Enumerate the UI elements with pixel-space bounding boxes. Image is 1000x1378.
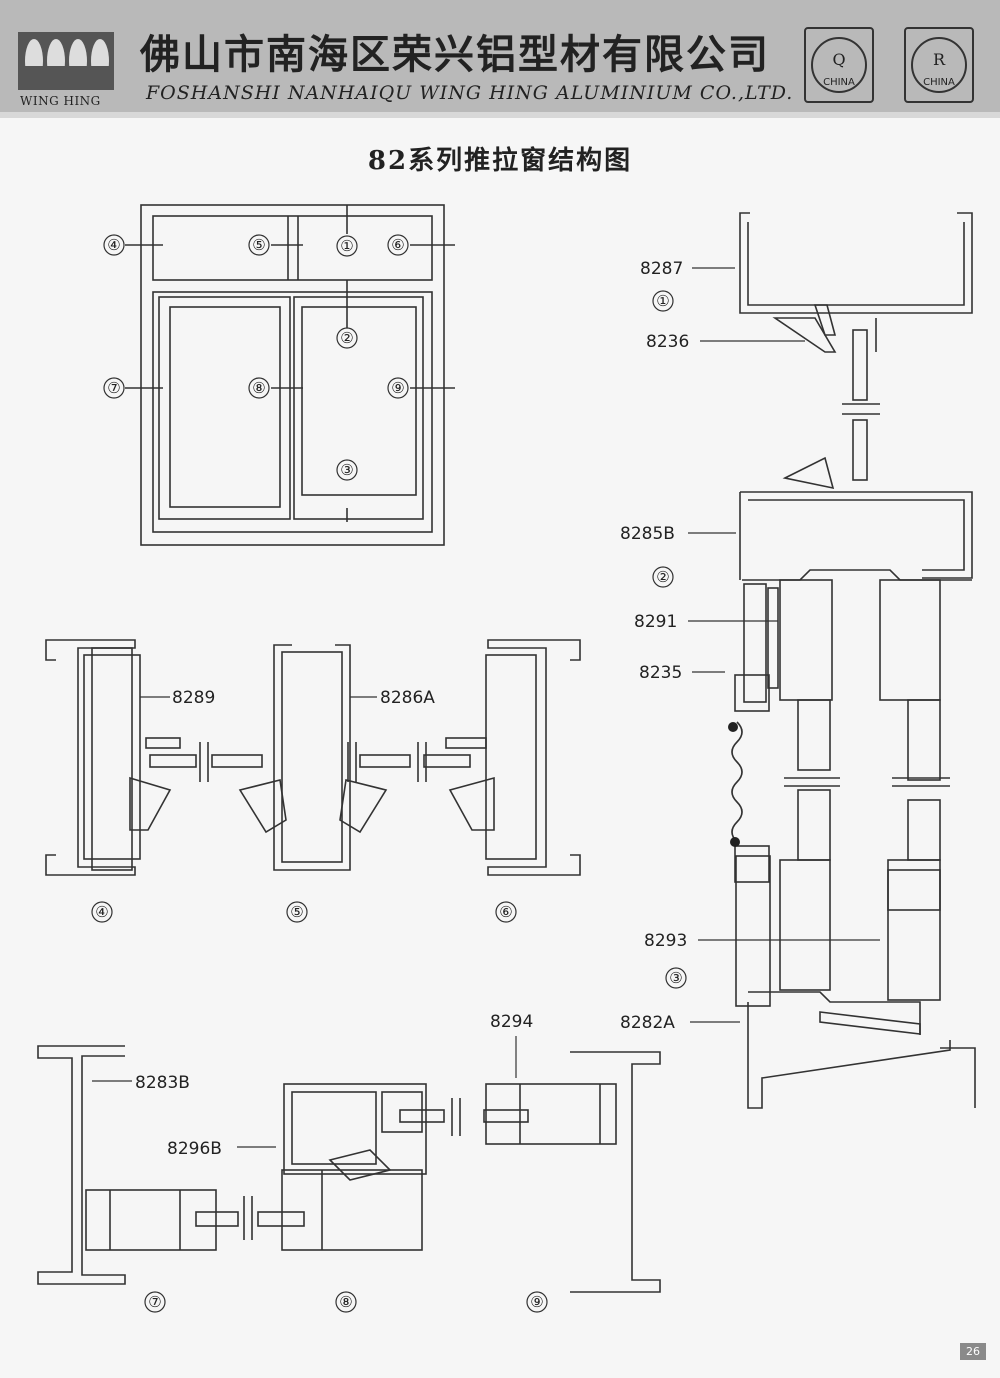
section-8-profile [257,1083,445,1251]
label-8289: 8289 [172,688,215,708]
svg-text:⑦: ⑦ [107,379,120,397]
page-number: 26 [960,1343,986,1360]
header-underline [0,112,1000,118]
cert-r-letter: R [933,50,946,69]
logo-text: WING HING [20,94,101,108]
window-marker-3: ③ [336,459,358,481]
svg-text:②: ② [340,329,353,347]
window-marker-5: ⑤ [248,234,270,256]
section-marker-6: ⑥ [495,901,517,923]
label-8235: 8235 [639,663,682,683]
section-marker-9: ⑨ [526,1291,548,1313]
label-8282A: 8282A [620,1013,675,1033]
section-marker-r3: ③ [665,967,687,989]
svg-text:⑥: ⑥ [499,903,512,921]
svg-text:⑨: ⑨ [391,379,404,397]
section-marker-r2: ② [652,566,674,588]
svg-text:⑧: ⑧ [252,379,265,397]
window-marker-7: ⑦ [103,377,125,399]
cert-r-sub: CHINA [923,77,955,88]
window-marker-6: ⑥ [387,234,409,256]
label-8287: 8287 [640,259,683,279]
leader-lines [92,267,880,1148]
section-6-profile [423,639,581,876]
window-marker-1: ① [336,235,358,257]
section-4-profile [45,639,197,876]
section-marker-5: ⑤ [286,901,308,923]
section-9-profile [483,1051,661,1293]
cert-q-sub: CHINA [823,77,855,88]
window-marker-9: ⑨ [387,377,409,399]
vertical-section [731,212,976,1109]
window-marker-8: ⑧ [248,377,270,399]
label-8293: 8293 [644,931,687,951]
svg-text:⑤: ⑤ [290,903,303,921]
company-name-en: FOSHANSHI NANHAIQU WING HING ALUMINIUM C… [146,82,794,104]
label-8296B: 8296B [167,1139,222,1159]
section-marker-r1: ① [652,290,674,312]
svg-text:⑥: ⑥ [391,236,404,254]
section-marker-7: ⑦ [144,1291,166,1313]
svg-text:①: ① [656,292,669,310]
window-marker-4: ④ [103,234,125,256]
svg-text:②: ② [656,568,669,586]
svg-text:⑦: ⑦ [148,1293,161,1311]
label-8291: 8291 [634,612,677,632]
wing-hing-logo [18,32,114,90]
section-marker-4: ④ [91,901,113,923]
label-8283B: 8283B [135,1073,190,1093]
cert-q-letter: Q [832,50,845,69]
section-7-profile [37,1045,239,1285]
label-8286A: 8286A [380,688,435,708]
label-8294: 8294 [490,1012,533,1032]
svg-text:⑨: ⑨ [530,1293,543,1311]
page-title: 82系列推拉窗结构图 [367,146,633,176]
section-marker-8: ⑧ [335,1291,357,1313]
break-marks-top [199,742,427,782]
cert-r-china-badge: R CHINA [904,27,974,103]
company-name-cn: 佛山市南海区荣兴铝型材有限公司 [140,31,770,78]
cert-q-china-badge: Q CHINA [804,27,874,103]
svg-text:④: ④ [107,236,120,254]
gasket-dot-bottom [730,837,740,847]
break-marks-bottom [243,1098,461,1240]
header-bar: WING HING 佛山市南海区荣兴铝型材有限公司 FOSHANSHI NANH… [0,0,1000,112]
section-5-profile [211,644,411,871]
svg-text:④: ④ [95,903,108,921]
label-8285B: 8285B [620,524,675,544]
gasket-dot-top [728,722,738,732]
label-8236: 8236 [646,332,689,352]
svg-text:③: ③ [340,461,353,479]
window-marker-2: ② [336,327,358,349]
svg-text:⑤: ⑤ [252,236,265,254]
svg-text:③: ③ [669,969,682,987]
svg-text:⑧: ⑧ [339,1293,352,1311]
svg-text:①: ① [340,237,353,255]
window-elevation [125,204,455,546]
